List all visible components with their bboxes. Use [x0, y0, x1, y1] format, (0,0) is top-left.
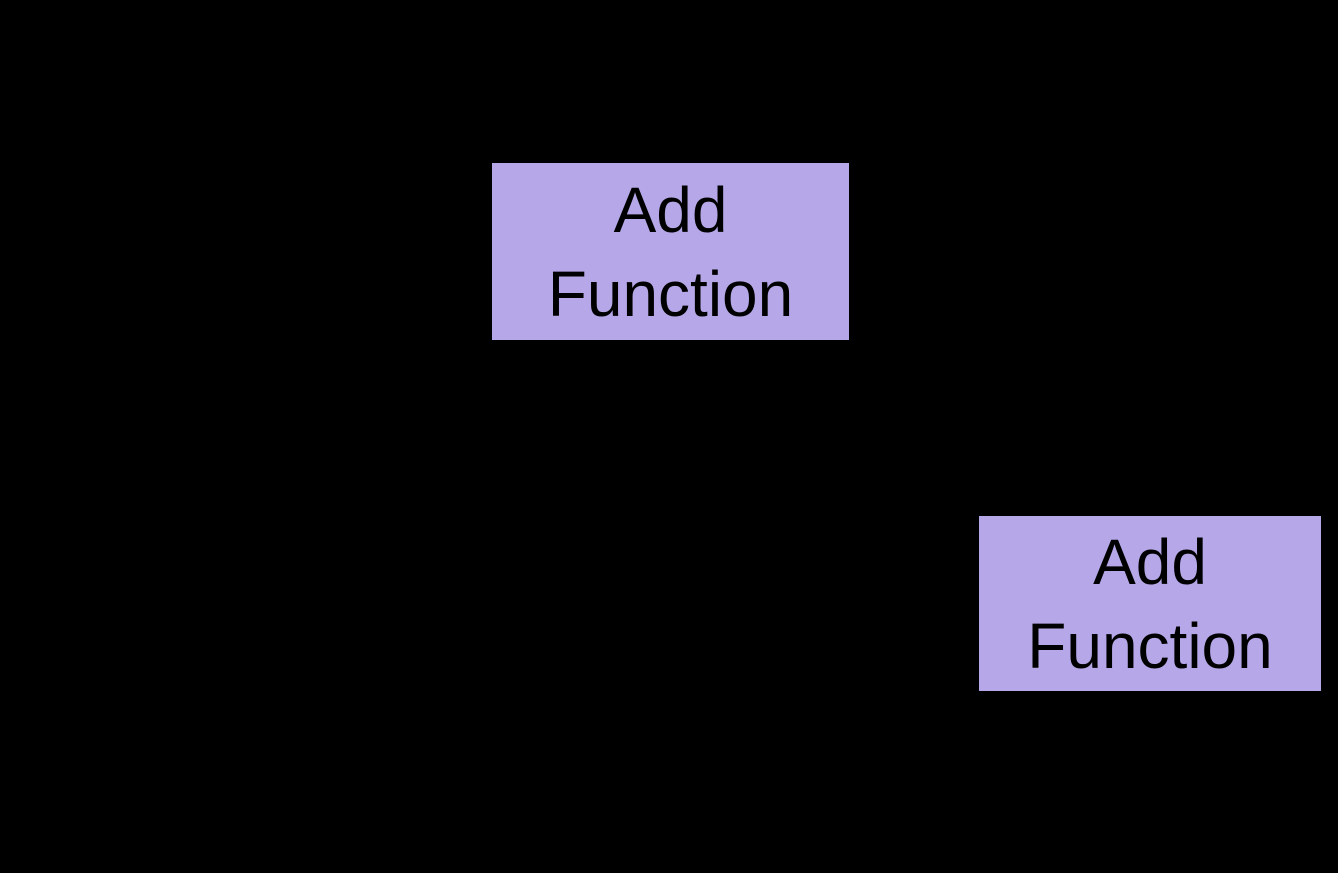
node-add-function-2[interactable]: Add Function: [979, 516, 1321, 691]
node-label-line-2: Function: [547, 257, 794, 330]
node-label-line-1: Add: [613, 173, 728, 246]
node-label-line-1: Add: [1093, 525, 1207, 598]
node-add-function-1[interactable]: Add Function: [492, 163, 849, 340]
node-label-line-2: Function: [1027, 609, 1273, 682]
